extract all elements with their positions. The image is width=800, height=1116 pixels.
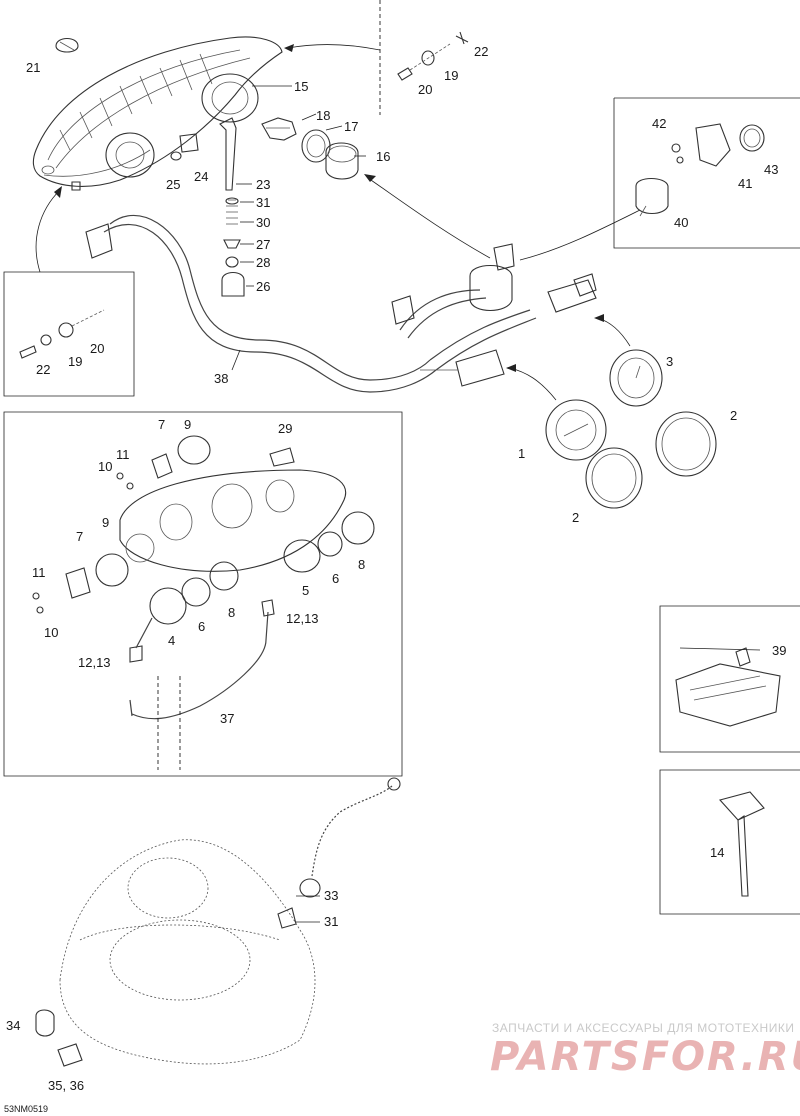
label-30: 30 [256,215,270,230]
label-19-top: 19 [444,68,458,83]
label-10-top: 10 [98,459,112,474]
label-7-left: 7 [76,529,83,544]
label-19-inset: 19 [68,354,82,369]
label-28: 28 [256,255,270,270]
label-11-left: 11 [32,565,46,580]
headlight-assembly [32,36,283,191]
label-18: 18 [316,108,330,123]
label-33: 33 [324,888,338,903]
label-15: 15 [294,79,308,94]
label-34: 34 [6,1018,20,1033]
label-2-lower: 2 [572,510,579,525]
label-37: 37 [220,711,234,726]
watermark: ЗАПЧАСТИ И АКСЕССУАРЫ ДЛЯ МОТОТЕХНИКИ PA… [490,1021,800,1080]
fuse-box [675,647,781,727]
label-1: 1 [518,446,525,461]
label-25: 25 [166,177,180,192]
sensor-box-parts [635,123,765,217]
callout-arrows [35,44,641,401]
coil-cord [277,777,401,929]
label-42: 42 [652,116,666,131]
watermark-tagline: ЗАПЧАСТИ И АКСЕССУАРЫ ДЛЯ МОТОТЕХНИКИ [492,1021,794,1035]
label-6-right: 6 [332,571,339,586]
label-20-inset: 20 [90,341,104,356]
part-number-labels: 21 22 19 20 15 18 17 16 25 24 23 31 30 2… [4,44,786,1114]
label-43: 43 [764,162,778,177]
wiring-harness-38 [85,214,597,393]
clip-21 [55,37,79,53]
label-5: 5 [302,583,309,598]
instrument-cluster [32,435,375,770]
label-24: 24 [194,169,208,184]
inset-screws [19,309,105,359]
label-16: 16 [376,149,390,164]
bulb-sockets [261,117,359,180]
label-17: 17 [344,119,358,134]
label-7-top: 7 [158,417,165,432]
label-22-top: 22 [474,44,488,59]
label-2-right: 2 [730,408,737,423]
screw-set-top [397,31,469,81]
fairing-lower [35,839,316,1067]
label-31-top: 31 [256,195,270,210]
gauges-right [545,349,717,509]
label-6-left: 6 [198,619,205,634]
label-9-left: 9 [102,515,109,530]
label-26: 26 [256,279,270,294]
label-4: 4 [168,633,175,648]
label-9-top: 9 [184,417,191,432]
label-3: 3 [666,354,673,369]
diagram-code: 53NM0519 [4,1104,48,1114]
watermark-brand: PARTSFOR.RU [490,1034,800,1080]
label-35-36: 35, 36 [48,1078,84,1093]
label-14: 14 [710,845,724,860]
label-27: 27 [256,237,270,252]
label-38: 38 [214,371,228,386]
label-21: 21 [26,60,40,75]
leader-lines [231,85,761,923]
label-29: 29 [278,421,292,436]
label-31-bottom: 31 [324,914,338,929]
label-12-13-right: 12,13 [286,611,319,626]
detail-boxes [3,0,800,915]
label-10-left: 10 [44,625,58,640]
sensor-14 [718,791,765,897]
label-40: 40 [674,215,688,230]
label-12-13-left: 12,13 [78,655,111,670]
label-22-inset: 22 [36,362,50,377]
label-39: 39 [772,643,786,658]
label-11-top: 11 [116,447,130,462]
label-8-right: 8 [358,557,365,572]
adjuster-stack [170,117,245,297]
label-20-top: 20 [418,82,432,97]
label-41: 41 [738,176,752,191]
label-8-left: 8 [228,605,235,620]
label-23: 23 [256,177,270,192]
